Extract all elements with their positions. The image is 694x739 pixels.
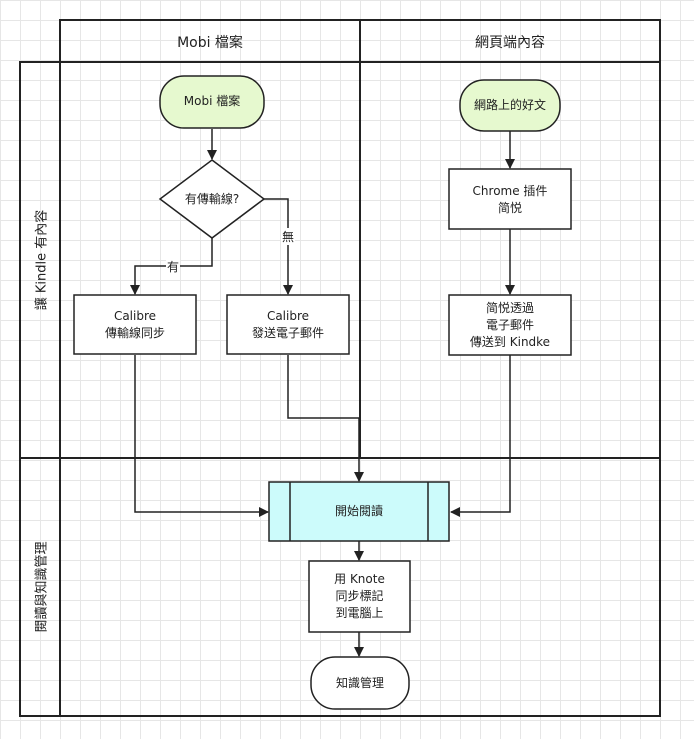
edge-send-to-reading — [450, 355, 511, 517]
mobi-start-label: Mobi 檔案 — [183, 94, 241, 108]
start-reading-label: 開始閱讀 — [334, 504, 383, 518]
has-cable-label: 有傳輸線? — [184, 192, 240, 206]
edge-sync-to-reading — [134, 355, 269, 517]
mobi-start-node — [159, 75, 265, 129]
calibre-sync-node — [73, 294, 197, 355]
jianyue-send-label: 简悦透過 電子郵件 傳送到 Kindke — [469, 301, 551, 349]
column-header-web: 網頁端內容 — [475, 35, 545, 51]
calibre-email-node — [226, 294, 350, 355]
knowledge-mgmt-node — [310, 656, 410, 710]
knote-sync-node — [308, 560, 411, 633]
web-start-node — [459, 79, 561, 132]
knowledge-mgmt-label: 知識管理 — [335, 676, 384, 690]
has-cable-decision-node — [158, 159, 266, 239]
calibre-email-label: Calibre 發送電子郵件 — [251, 309, 324, 340]
lane-label-reading-knowledge: 閱讀與知識管理 — [34, 541, 50, 633]
chrome-plugin-label: Chrome 插件 简悦 — [472, 184, 548, 215]
column-header-mobi: Mobi 檔案 — [177, 35, 243, 51]
edge-decision-no — [264, 198, 293, 295]
edge-label-yes: 有 — [166, 258, 181, 275]
lane-area — [19, 61, 661, 717]
calibre-sync-label: Calibre 傳輸線同步 — [104, 309, 165, 340]
swimlane-frame — [19, 19, 661, 717]
chrome-plugin-node — [448, 168, 572, 230]
start-reading-node — [268, 481, 450, 542]
edge-label-no: 無 — [281, 228, 296, 245]
web-start-label: 網路上的好文 — [473, 98, 546, 112]
edge-email-to-reading — [287, 355, 364, 482]
lane-label-kindle-content: 讓 Kindle 有內容 — [34, 209, 50, 311]
jianyue-send-node — [448, 294, 572, 356]
knote-sync-label: 用 Knote 同步標記 到電腦上 — [334, 572, 385, 620]
